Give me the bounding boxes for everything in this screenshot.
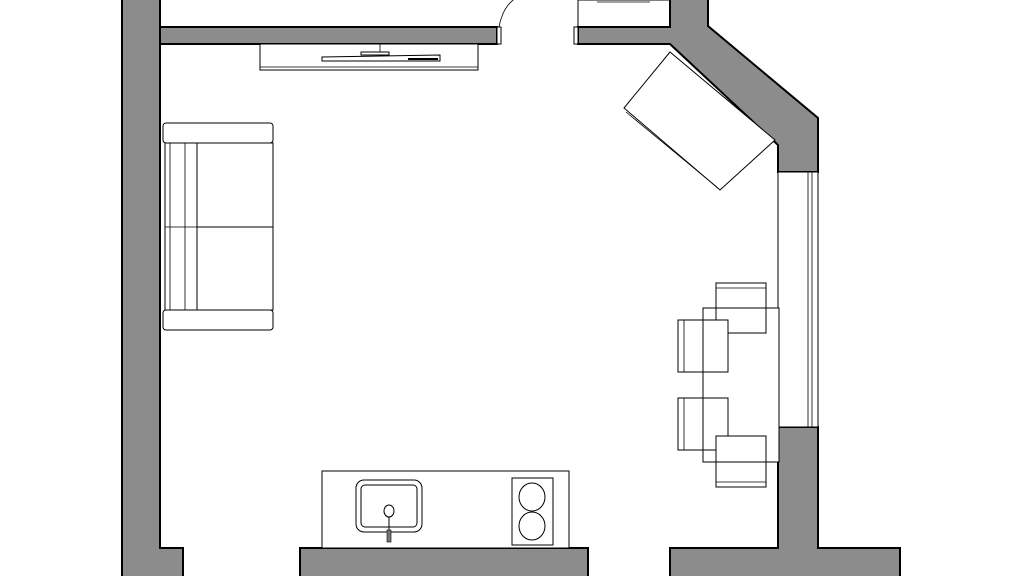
top-right-angled-wall bbox=[577, 0, 819, 173]
window bbox=[777, 171, 819, 428]
sink-icon bbox=[355, 479, 423, 543]
bottom-middle-wall bbox=[299, 547, 589, 576]
door-swing-arc bbox=[498, 0, 514, 28]
cooktop-icon bbox=[511, 477, 554, 546]
sofa bbox=[162, 122, 274, 331]
kitchen-counter bbox=[321, 470, 570, 549]
right-lower-wall bbox=[669, 426, 901, 576]
dining-set bbox=[677, 282, 780, 488]
upper-room-outline bbox=[159, 0, 671, 28]
entry-door[interactable] bbox=[496, 0, 579, 45]
left-wall bbox=[121, 0, 184, 576]
tv-icon bbox=[321, 44, 441, 62]
top-wall-left bbox=[159, 26, 498, 45]
tv-stand bbox=[259, 43, 479, 71]
angled-desk bbox=[623, 51, 776, 191]
